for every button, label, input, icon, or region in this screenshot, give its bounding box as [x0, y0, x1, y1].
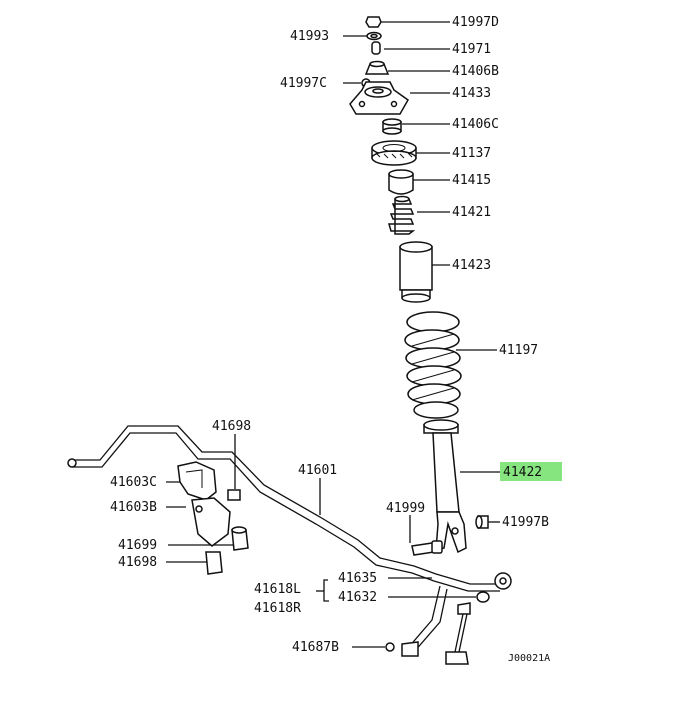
label-41618L: 41618L — [254, 582, 301, 597]
label-41698-bottom: 41698 — [118, 555, 157, 570]
label-41197: 41197 — [499, 343, 538, 358]
label-41632: 41632 — [338, 590, 377, 605]
label-41993: 41993 — [290, 29, 329, 44]
label-41699: 41699 — [118, 538, 157, 553]
stabilizer-bar — [67, 425, 512, 592]
leader-lines — [166, 21, 500, 648]
label-41603C: 41603C — [110, 475, 157, 490]
label-41423: 41423 — [452, 258, 491, 273]
label-41999: 41999 — [386, 501, 425, 516]
label-41433: 41433 — [452, 86, 491, 101]
label-41997D: 41997D — [452, 15, 499, 30]
label-41971: 41971 — [452, 42, 491, 57]
stabilizer-link — [385, 585, 490, 665]
label-41603B: 41603B — [110, 500, 157, 515]
strut-body — [411, 419, 489, 556]
label-41406C: 41406C — [452, 117, 499, 132]
strut-top-parts — [349, 16, 433, 303]
coil-spring — [404, 311, 462, 419]
label-41601: 41601 — [298, 463, 337, 478]
label-41698-top: 41698 — [212, 419, 251, 434]
highlight-41422 — [500, 462, 562, 481]
label-41997C: 41997C — [280, 76, 327, 91]
label-41618R: 41618R — [254, 601, 301, 616]
label-41406B: 41406B — [452, 64, 499, 79]
drawing-code: J00021A — [508, 653, 550, 664]
label-41687B: 41687B — [292, 640, 339, 655]
label-41422: 41422 — [503, 465, 542, 480]
part-number-labels: 41997D 41993 41971 41406B 41997C 41433 4… — [110, 15, 550, 664]
label-41997B: 41997B — [502, 515, 549, 530]
label-41137: 41137 — [452, 146, 491, 161]
label-41415: 41415 — [452, 173, 491, 188]
label-41635: 41635 — [338, 571, 377, 586]
label-41421: 41421 — [452, 205, 491, 220]
